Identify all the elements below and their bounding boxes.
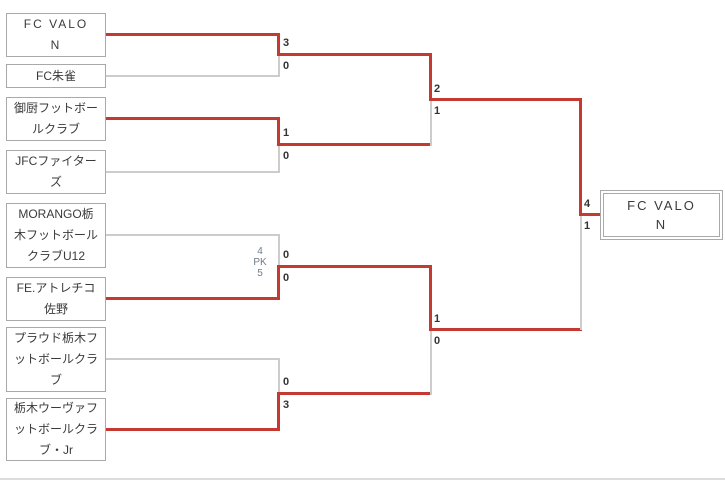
- team-name-6: FE.アトレチコ佐野: [16, 281, 96, 316]
- bracket-line-v: [278, 234, 280, 267]
- score-sf1-bottom: 1: [434, 105, 441, 117]
- champion-box: FC VALON: [600, 190, 723, 240]
- bracket-line-h: [106, 358, 280, 360]
- team-name-3: 御厨フットボールクラブ: [13, 101, 98, 136]
- team-name-2: FC朱雀: [36, 68, 76, 83]
- pk-top-score: 4: [257, 246, 263, 257]
- bracket-line-v: [429, 265, 432, 331]
- bracket-line-h: [106, 428, 280, 431]
- score-r1m4-top: 0: [283, 376, 290, 388]
- bracket-line-h: [106, 171, 280, 173]
- team-box-6: FE.アトレチコ佐野: [6, 277, 106, 321]
- team-box-5: MORANGO栃木フットボールクラブU12: [6, 203, 106, 268]
- score-sf2-top: 1: [434, 313, 441, 325]
- bracket-line-h: [579, 213, 601, 216]
- pk-bottom-score: 5: [257, 268, 263, 279]
- bracket-line-v: [278, 55, 280, 77]
- score-r1m3-bottom: 0: [283, 272, 290, 284]
- team-box-3: 御厨フットボールクラブ: [6, 97, 106, 141]
- bracket-line-h: [277, 265, 432, 268]
- score-r1m3-top: 0: [283, 249, 290, 261]
- bracket-line-v: [579, 98, 582, 216]
- bracket-line-v: [429, 53, 432, 101]
- score-r1m2-bottom: 0: [283, 150, 290, 162]
- score-r1m1-bottom: 0: [283, 60, 290, 72]
- champion-box-inner: FC VALON: [603, 193, 720, 237]
- bracket-line-v: [277, 265, 280, 300]
- bracket-line-h: [106, 234, 280, 236]
- bracket-line-h: [106, 33, 280, 36]
- bracket-line-v: [430, 329, 432, 395]
- bracket-line-v: [277, 117, 280, 146]
- bracket-line-v: [580, 214, 582, 330]
- bracket-line-h: [277, 53, 432, 56]
- bracket-line-h: [277, 143, 432, 146]
- pk-label: PK: [253, 257, 267, 268]
- team-box-2: FC朱雀: [6, 64, 106, 88]
- team-name-1: FC VALON: [23, 17, 89, 52]
- pk-note: 4 PK 5: [246, 246, 274, 279]
- champion-name: FC VALON: [627, 198, 696, 232]
- team-name-5: MORANGO栃木フットボールクラブU12: [13, 207, 98, 263]
- bracket-line-h: [106, 75, 280, 77]
- bracket-line-h: [106, 117, 280, 120]
- score-sf1-top: 2: [434, 83, 441, 95]
- team-name-8: 栃木ウーヴァフットボールクラブ・Jr: [13, 401, 98, 457]
- score-r1m1-top: 3: [283, 37, 290, 49]
- score-sf2-bottom: 0: [434, 335, 441, 347]
- bracket-line-v: [277, 392, 280, 431]
- team-box-1: FC VALON: [6, 13, 106, 57]
- team-box-8: 栃木ウーヴァフットボールクラブ・Jr: [6, 398, 106, 461]
- bracket-line-h: [429, 98, 582, 101]
- bracket-line-h: [106, 297, 280, 300]
- bracket-line-v: [430, 99, 432, 146]
- bracket-line-v: [278, 358, 280, 394]
- bracket-line-h: [429, 328, 582, 331]
- bracket-line-v: [278, 145, 280, 173]
- team-name-7: プラウド栃木フットボールクラブ: [13, 331, 98, 387]
- score-r1m4-bottom: 3: [283, 399, 290, 411]
- footer-divider: [0, 478, 725, 480]
- score-final-bottom: 1: [584, 220, 591, 232]
- team-box-7: プラウド栃木フットボールクラブ: [6, 327, 106, 392]
- team-name-4: JFCファイターズ: [15, 154, 97, 189]
- bracket-line-h: [277, 392, 432, 395]
- score-r1m2-top: 1: [283, 127, 290, 139]
- team-box-4: JFCファイターズ: [6, 150, 106, 194]
- bracket-line-v: [277, 33, 280, 56]
- score-final-top: 4: [584, 198, 591, 210]
